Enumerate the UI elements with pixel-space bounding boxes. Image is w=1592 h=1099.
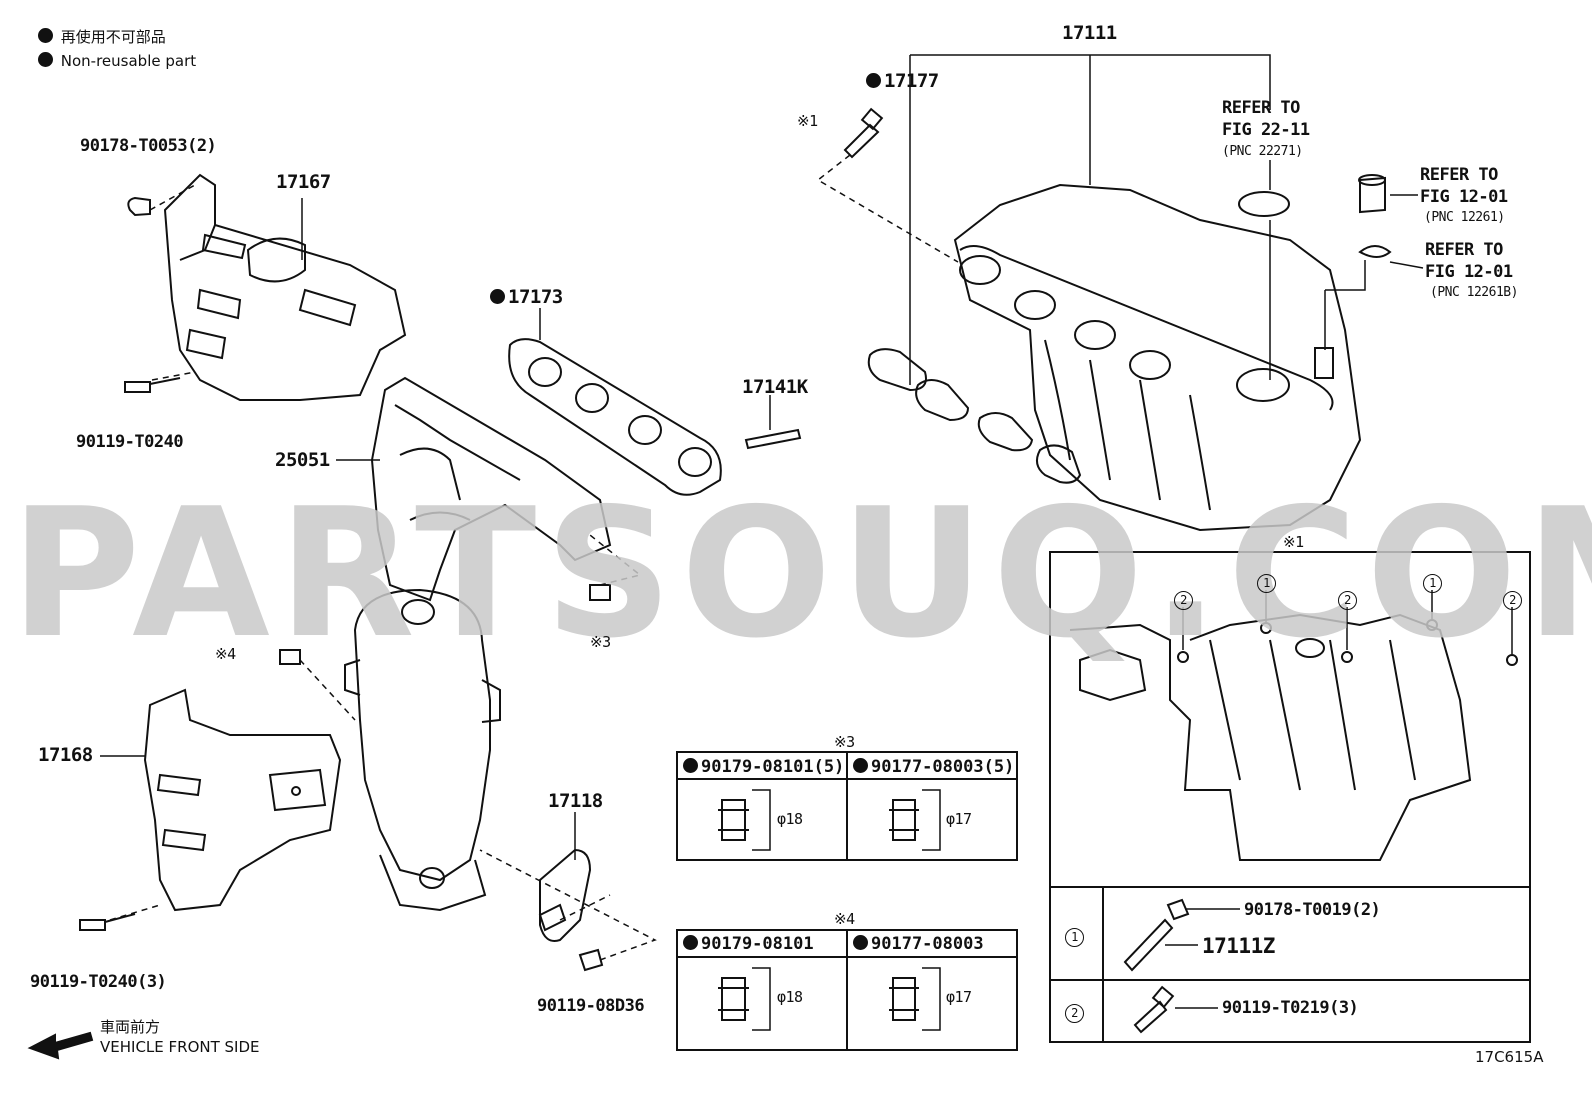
legend-jp: 再使用不可部品: [38, 26, 166, 47]
detail-title: ※1: [1283, 533, 1304, 551]
refer-12-01b-line2[interactable]: FIG 12-01: [1425, 262, 1513, 282]
part-17177[interactable]: 17177: [866, 70, 939, 92]
refer-12-01-line3: (PNC 12261): [1424, 210, 1505, 225]
non-reusable-dot-icon: [490, 289, 505, 304]
table3-right-dim: φ17: [946, 810, 972, 828]
table4-title: ※4: [834, 910, 855, 928]
part-90119-T0219[interactable]: 90119-T0219(3): [1222, 998, 1359, 1018]
part-17167[interactable]: 17167: [276, 171, 331, 193]
part-17168[interactable]: 17168: [38, 744, 93, 766]
table4-left-part[interactable]: 90179-08101: [683, 934, 814, 954]
mark-1-a: ※1: [797, 112, 818, 130]
refer-12-01-line1: REFER TO: [1420, 165, 1498, 185]
o-ring: [1238, 191, 1290, 217]
figure-code: 17C615A: [1475, 1048, 1544, 1066]
intake-manifold: [953, 183, 1362, 532]
table4-right-part[interactable]: 90177-08003: [853, 934, 984, 954]
detail-callout-1a: 1: [1257, 570, 1276, 593]
detail-callout-2a: 2: [1174, 587, 1193, 610]
part-17111Z[interactable]: 17111Z: [1202, 934, 1275, 958]
table3-left-part[interactable]: 90179-08101(5): [683, 757, 844, 777]
part-17118[interactable]: 17118: [548, 790, 603, 812]
table3-right-part[interactable]: 90177-08003(5): [853, 757, 1014, 777]
intake-gasket: [867, 348, 927, 392]
non-reusable-dot-icon: [853, 935, 868, 950]
non-reusable-dot-icon: [683, 758, 698, 773]
part-90178-T0019[interactable]: 90178-T0019(2): [1244, 900, 1381, 920]
mark-3: ※3: [590, 633, 611, 651]
row-callout-1: 1: [1065, 924, 1084, 947]
non-reusable-dot-icon: [38, 52, 53, 67]
refer-12-01b-line1: REFER TO: [1425, 240, 1503, 260]
table4-left-dim: φ18: [777, 988, 803, 1006]
detail-callout-2c: 2: [1503, 587, 1522, 610]
part-25051[interactable]: 25051: [275, 449, 330, 471]
heat-insulator-upper: [163, 173, 407, 401]
detail-callout-2b: 2: [1338, 587, 1357, 610]
part-90119-T0240-3[interactable]: 90119-T0240(3): [30, 972, 167, 992]
refer-22-11-line3: (PNC 22271): [1222, 144, 1303, 159]
non-reusable-dot-icon: [683, 935, 698, 950]
non-reusable-dot-icon: [38, 28, 53, 43]
bracket: [539, 848, 592, 942]
refer-12-01b-line3: (PNC 12261B): [1430, 285, 1518, 300]
part-17141K[interactable]: 17141K: [742, 376, 808, 398]
non-reusable-dot-icon: [853, 758, 868, 773]
front-side-en: VEHICLE FRONT SIDE: [100, 1038, 260, 1056]
row-callout-2: 2: [1065, 1000, 1084, 1023]
part-17173[interactable]: 17173: [490, 286, 563, 308]
catalytic-converter: [353, 588, 491, 882]
refer-22-11-line1: REFER TO: [1222, 98, 1300, 118]
part-90178-T0053[interactable]: 90178-T0053(2): [80, 136, 217, 156]
part-17111[interactable]: 17111: [1062, 22, 1117, 44]
heat-insulator-lower: [143, 688, 342, 912]
refer-12-01-line2[interactable]: FIG 12-01: [1420, 187, 1508, 207]
front-side-jp: 車両前方: [100, 1018, 161, 1036]
part-90119-08D36[interactable]: 90119-08D36: [537, 996, 645, 1016]
watermark: PARTSOUQ.COM: [10, 470, 1592, 677]
manifold-gasket: [508, 338, 722, 496]
exhaust-manifold: [370, 376, 612, 602]
part-90119-T0240[interactable]: 90119-T0240: [76, 432, 184, 452]
non-reusable-dot-icon: [866, 73, 881, 88]
mark-4: ※4: [215, 645, 236, 663]
table3-left-dim: φ18: [777, 810, 803, 828]
table4-right-dim: φ17: [946, 988, 972, 1006]
table3-title: ※3: [834, 733, 855, 751]
stud-bolt: [744, 428, 802, 450]
refer-22-11-line2[interactable]: FIG 22-11: [1222, 120, 1310, 140]
detail-callout-1b: 1: [1423, 570, 1442, 593]
legend-en: Non-reusable part: [38, 52, 196, 70]
